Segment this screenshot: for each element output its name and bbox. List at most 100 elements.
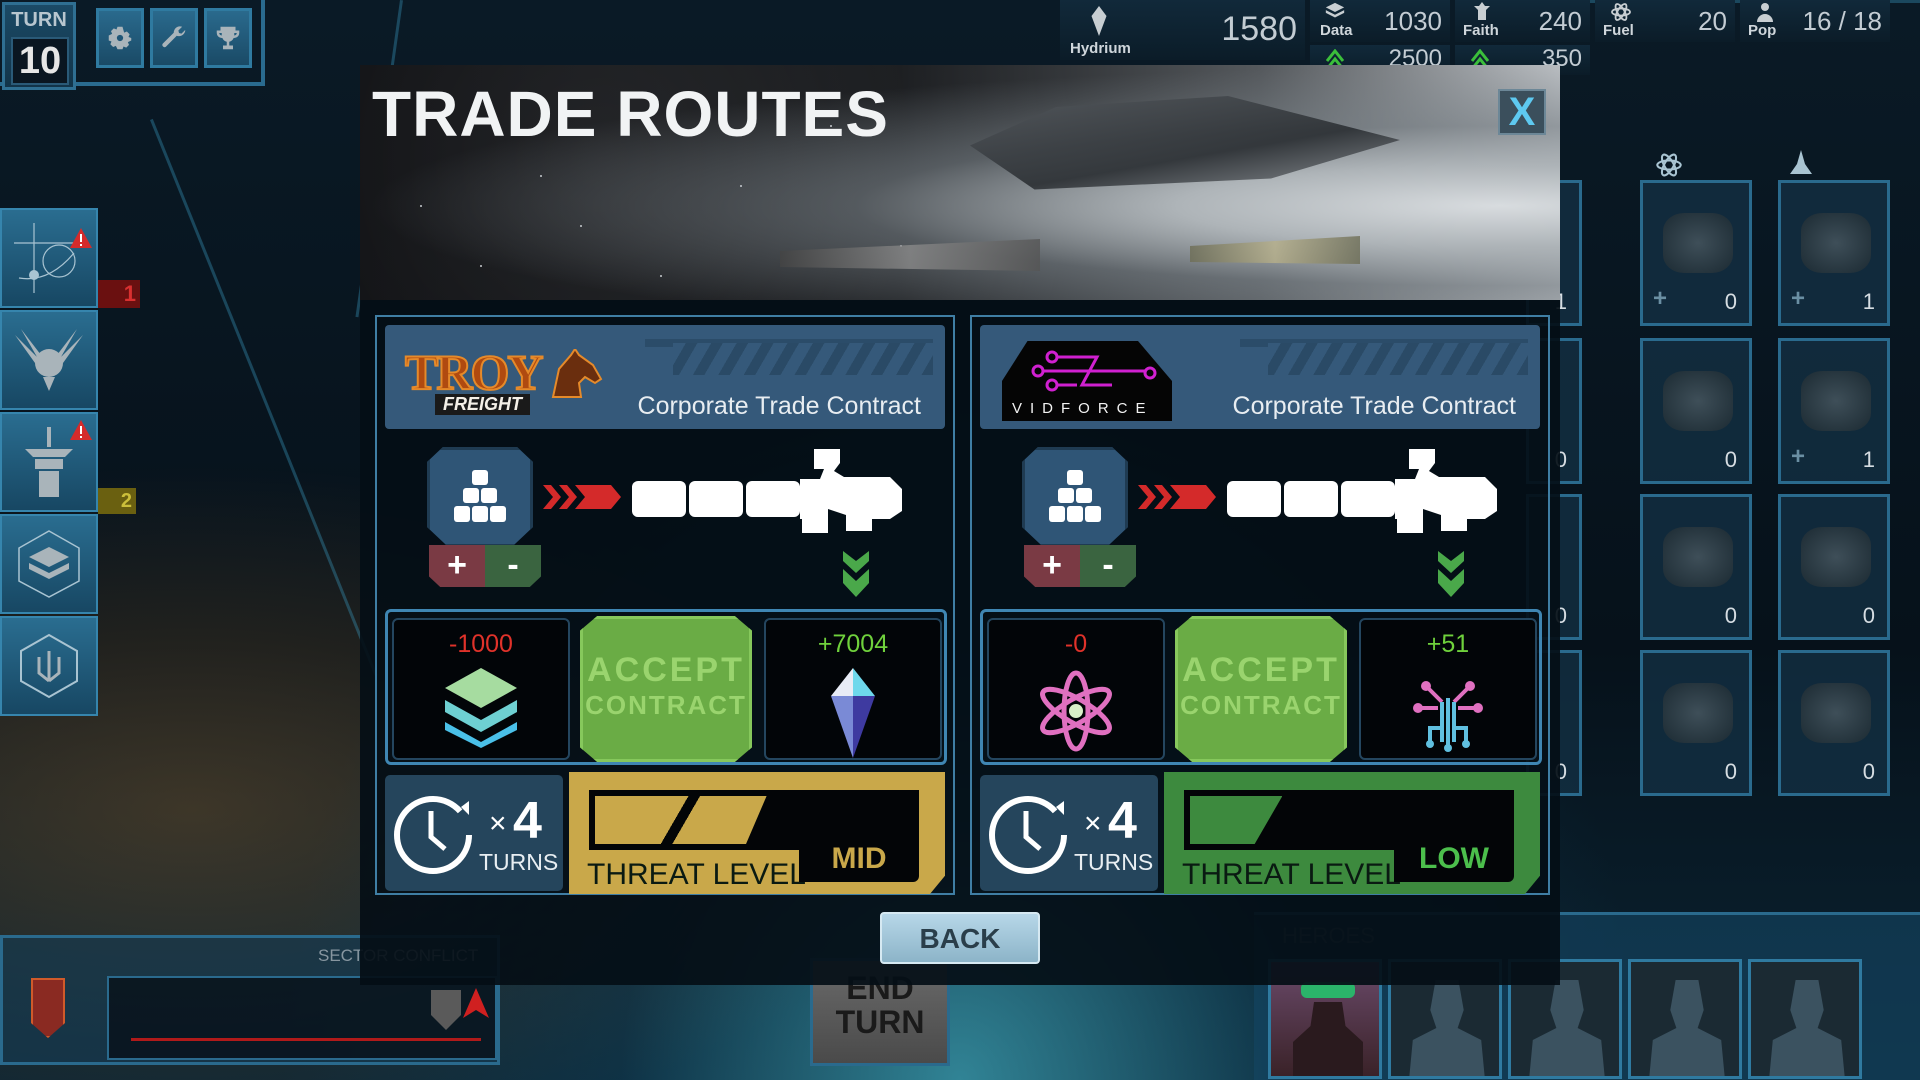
fleet-cell[interactable]: +0: [1640, 180, 1752, 326]
faction-badge: [31, 978, 65, 1038]
hero-silhouette-icon: [1649, 980, 1725, 1076]
duration-box: × 4 TURNS: [385, 775, 563, 891]
hero-silhouette-icon: [1769, 980, 1845, 1076]
contract-label: CONTRACT: [1180, 690, 1342, 720]
contract-card-vidforce: VIDFORCE Corporate Trade Contract + - -0…: [970, 315, 1550, 895]
fleet-count: 0: [1724, 603, 1737, 628]
trade-routes-modal: TRADE ROUTES X TROY FREIGHT Corporate Tr…: [360, 65, 1560, 985]
accept-contract-button[interactable]: ACCEPT CONTRACT: [1175, 616, 1347, 762]
sidebar-item-data[interactable]: [0, 514, 98, 614]
contract-subtitle: Corporate Trade Contract: [637, 392, 921, 420]
fleet-count: 0: [1862, 759, 1875, 784]
reward-amount: +51: [1426, 630, 1470, 658]
sidebar-item-military[interactable]: [0, 310, 98, 410]
vidforce-logo: VIDFORCE: [1002, 341, 1172, 421]
fleet-cell[interactable]: 0: [1778, 650, 1890, 796]
remove-cargo-button[interactable]: -: [1080, 545, 1136, 587]
reward-amount: +7004: [817, 630, 889, 658]
company-name: TROY: [404, 344, 544, 400]
fleet-cell[interactable]: 0: [1778, 494, 1890, 640]
fuel-resource: Fuel 20: [1595, 0, 1735, 42]
hydrium-label: Hydrium: [1070, 40, 1131, 57]
person-icon: [1757, 3, 1773, 22]
horse-head-icon: [551, 349, 603, 398]
close-button[interactable]: X: [1498, 89, 1546, 135]
fleet-count: 0: [1724, 447, 1737, 472]
fleet-cell[interactable]: 0: [1640, 338, 1752, 484]
header-stripes: [1268, 343, 1528, 375]
clock-icon: [989, 796, 1067, 874]
hero-slot-empty[interactable]: [1748, 959, 1862, 1079]
data-stack-icon: [1325, 2, 1345, 18]
fleet-count: 0: [1724, 759, 1737, 784]
sidebar-item-star-map[interactable]: [0, 208, 98, 308]
trade-exchange-row: -1000 ACCEPT CONTRACT +7004: [385, 609, 947, 765]
data-stack-icon: [18, 530, 80, 598]
fuel-label: Fuel: [1603, 22, 1634, 39]
cargo-stack-icon: [454, 470, 506, 522]
back-button[interactable]: BACK: [880, 912, 1040, 964]
data-resource: Data 1030: [1310, 0, 1450, 42]
freighter-ship-icon: [1227, 449, 1497, 533]
contract-header: TROY FREIGHT Corporate Trade Contract: [385, 325, 945, 429]
achievements-button[interactable]: [204, 8, 252, 68]
tools-button[interactable]: [150, 8, 198, 68]
banner-ship-image: [780, 239, 1040, 271]
threat-level-value: LOW: [1394, 838, 1514, 882]
warning-icon: [70, 228, 92, 248]
hero-portrait-body: [1293, 1002, 1363, 1076]
fleet-cell[interactable]: 0: [1640, 494, 1752, 640]
crystal-icon: [1091, 6, 1107, 36]
contract-card-troy-freight: TROY FREIGHT Corporate Trade Contract + …: [375, 315, 955, 895]
fleet-cell[interactable]: +1: [1778, 338, 1890, 484]
company-sub: FREIGHT: [435, 394, 530, 415]
add-cargo-button[interactable]: +: [1024, 545, 1080, 587]
modal-title: TRADE ROUTES: [372, 78, 889, 150]
add-icon: +: [1791, 285, 1806, 312]
resource-flag-badge: 2: [98, 488, 136, 514]
data-label: Data: [1320, 22, 1353, 39]
threat-label: THREAT LEVEL: [1182, 858, 1401, 891]
sidebar-item-station[interactable]: [0, 412, 98, 512]
trade-exchange-row: -0 ACCEPT CONTRACT +51: [980, 609, 1542, 765]
atom-icon: [1611, 3, 1631, 21]
warning-icon: [70, 420, 92, 440]
accept-label: ACCEPT: [1182, 651, 1340, 689]
remove-cargo-button[interactable]: -: [485, 545, 541, 587]
turns-count: 4: [1108, 792, 1137, 850]
gear-icon: [108, 26, 132, 50]
accept-contract-button[interactable]: ACCEPT CONTRACT: [580, 616, 752, 762]
turn-counter: TURN 10: [2, 2, 76, 90]
fleet-cell[interactable]: +1: [1778, 180, 1890, 326]
header-stripes: [673, 343, 933, 375]
faith-icon: [1413, 681, 1483, 752]
sidebar-item-tech[interactable]: [0, 616, 98, 716]
faction-marker-icon: [431, 990, 461, 1030]
threat-level-panel: THREAT LEVEL MID: [569, 772, 945, 894]
resource-flag-count: 2: [120, 490, 132, 512]
fleet-grid: [1556, 140, 1920, 800]
data-value: 1030: [1384, 6, 1442, 36]
circuit-logo-icon: [1031, 350, 1157, 392]
conflict-track: [107, 976, 497, 1060]
turn-value: 10: [11, 37, 69, 85]
settings-button[interactable]: [96, 8, 144, 68]
turns-label: TURNS: [1074, 849, 1154, 875]
duration-box: × 4 TURNS: [980, 775, 1158, 891]
fuel-value: 20: [1698, 6, 1727, 36]
hydrium-value: 1580: [1221, 10, 1297, 48]
top-left-frame: [0, 0, 265, 86]
hydrium-resource: Hydrium 1580: [1060, 0, 1305, 60]
turn-label: TURN: [11, 9, 67, 31]
contract-label: CONTRACT: [585, 690, 747, 720]
banner-ship-image: [970, 96, 1400, 190]
threat-flag-count: 1: [123, 281, 136, 306]
hero-slot-empty[interactable]: [1628, 959, 1742, 1079]
hero-silhouette-icon: [1409, 980, 1485, 1076]
cargo-fleet-icon: [427, 447, 533, 547]
add-cargo-button[interactable]: +: [429, 545, 485, 587]
add-icon: +: [1791, 443, 1806, 470]
fleet-count: 1: [1862, 447, 1875, 472]
cost-slot: -1000: [392, 618, 570, 760]
fleet-cell[interactable]: 0: [1640, 650, 1752, 796]
